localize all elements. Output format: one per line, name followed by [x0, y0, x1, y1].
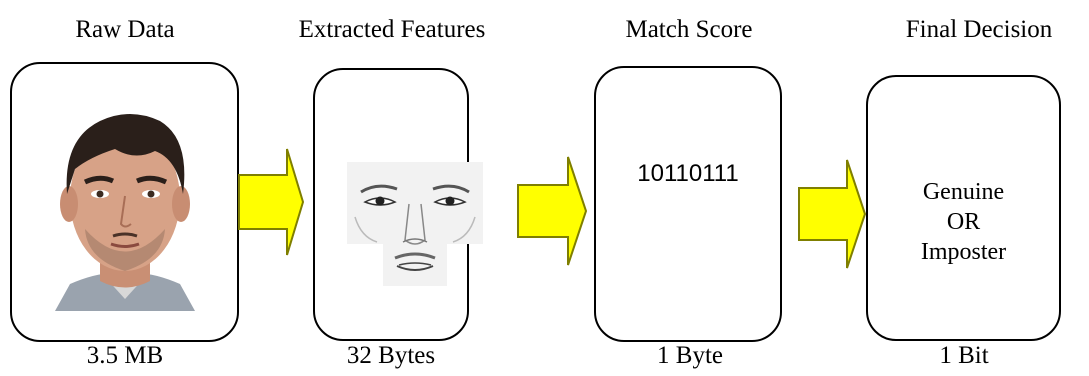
right-arrow-icon: [517, 156, 588, 266]
right-arrow-icon: [238, 148, 305, 256]
stage-caption-final-decision: 1 Bit: [939, 342, 989, 369]
decision-imposter: Imposter: [920, 239, 1007, 265]
arrow-shape: [238, 148, 305, 256]
decision-genuine: Genuine: [922, 179, 1005, 205]
final-decision-box: Genuine OR Imposter: [866, 75, 1061, 341]
final-decision-text: Genuine OR Imposter: [868, 177, 1059, 267]
stage-caption-match-score: 1 Byte: [657, 342, 723, 369]
arrow-shape: [798, 159, 867, 269]
decision-or: OR: [946, 209, 981, 235]
match-score-box: 10110111: [594, 66, 782, 342]
face-photo-icon: [45, 99, 205, 311]
stage-title-match-score: Match Score: [625, 16, 753, 43]
stage-title-raw-data: Raw Data: [75, 16, 175, 43]
right-arrow-icon: [798, 159, 867, 269]
stage-caption-extracted-features: 32 Bytes: [346, 342, 436, 369]
face-sketch-icon: [347, 162, 483, 286]
extracted-features-box: [313, 68, 483, 341]
stage-caption-raw-data: 3.5 MB: [86, 342, 164, 369]
match-score-value: 10110111: [637, 160, 739, 187]
stage-title-final-decision: Final Decision: [905, 16, 1053, 43]
stage-title-extracted-features: Extracted Features: [298, 16, 486, 43]
arrow-shape: [517, 156, 588, 266]
raw-data-box: [10, 62, 239, 342]
